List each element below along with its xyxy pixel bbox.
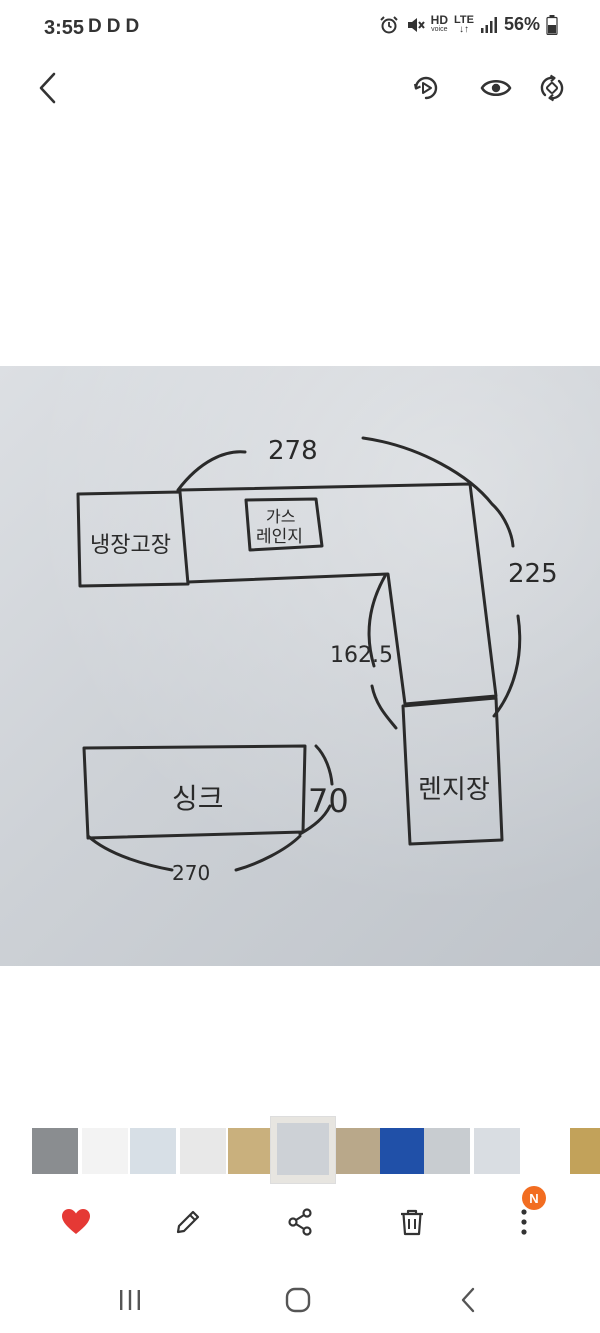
gas-range-outline [244, 497, 324, 552]
home-button[interactable] [276, 1280, 320, 1320]
battery-level: 56% [503, 14, 540, 34]
back-button[interactable] [30, 66, 66, 110]
back-icon [461, 1287, 475, 1313]
thumbnail-image [277, 1123, 329, 1175]
lte-indicator: LTE ↓↑ [454, 13, 474, 35]
more-icon [521, 1209, 527, 1235]
thumbnail[interactable] [570, 1128, 600, 1174]
notification-app-icon: D [106, 16, 121, 37]
edit-button[interactable] [168, 1202, 208, 1242]
fridge-cabinet-outline [76, 490, 190, 588]
thumbnail[interactable] [424, 1128, 470, 1174]
navigation-bar [0, 1270, 600, 1333]
range-cabinet-label: 렌지장 [418, 775, 490, 805]
sink-depth-label: 70 [308, 782, 349, 820]
upper-counter-outline [178, 482, 498, 706]
edit-icon [176, 1210, 200, 1234]
thumbnail[interactable] [130, 1128, 176, 1174]
thumbnail[interactable] [380, 1128, 426, 1174]
stove-label-line1: 가스 [266, 507, 295, 526]
status-time: 3:55 [44, 17, 85, 39]
more-options-button[interactable] [504, 1202, 544, 1242]
delete-icon [401, 1209, 423, 1236]
stove-label-line2: 레인지 [256, 527, 303, 547]
battery-icon [546, 14, 558, 35]
sink-depth-arc [314, 744, 334, 786]
chevron-left-icon [39, 72, 56, 104]
recent-apps-icon [120, 1290, 140, 1310]
heart-icon [62, 1209, 90, 1234]
signal-icon [480, 16, 497, 33]
action-bar: N [0, 1186, 600, 1256]
sink-length-arc [86, 834, 174, 872]
home-icon [285, 1287, 311, 1313]
inner-length-label: 162.5 [330, 643, 393, 668]
mute-icon [407, 17, 425, 32]
fridge-label: 냉장고장 [90, 533, 171, 558]
thumbnail[interactable] [228, 1128, 274, 1174]
thumbnail-selected[interactable] [270, 1116, 336, 1184]
top-dimension-arc [176, 450, 247, 492]
hd-voice-indicator: HD voice [430, 12, 448, 34]
sink-label: 싱크 [172, 782, 224, 815]
delete-button[interactable] [392, 1202, 432, 1242]
alarm-icon [379, 15, 398, 33]
data-arrows: ↓↑ [458, 23, 469, 35]
sink-length-label: 270 [172, 861, 210, 885]
voice-label: voice [431, 25, 448, 33]
notification-app-icon: D [88, 16, 102, 37]
system-indicators: HD voice LTE ↓↑ 56% [379, 14, 558, 35]
recent-apps-button[interactable] [108, 1280, 152, 1320]
favorite-button[interactable] [56, 1202, 96, 1242]
view-button[interactable] [476, 66, 516, 110]
hd-label: HD [430, 12, 448, 27]
notification-app-icon: D [125, 16, 140, 37]
rotate-icon [540, 74, 564, 102]
right-length-label: 225 [508, 559, 558, 589]
thumbnail[interactable] [520, 1128, 566, 1174]
thumbnail[interactable] [82, 1128, 128, 1174]
range-cabinet-outline [401, 696, 504, 846]
kitchen-sketch-image: 278 225 162.5 70 270 냉장고장 가스 레인지 싱크 렌지장 [0, 366, 600, 966]
notification-icons: D D D [88, 16, 139, 38]
back-nav-button[interactable] [446, 1280, 490, 1320]
thumbnail[interactable] [32, 1128, 78, 1174]
thumbnail[interactable] [180, 1128, 226, 1174]
thumbnail[interactable] [474, 1128, 520, 1174]
motion-play-button[interactable] [406, 66, 446, 110]
thumbnail-strip [0, 1114, 600, 1186]
right-dimension-arc [492, 614, 522, 718]
photo-viewer[interactable]: 278 225 162.5 70 270 냉장고장 가스 레인지 싱크 렌지장 [0, 366, 600, 966]
thumbnail[interactable] [336, 1128, 382, 1174]
status-bar: 3:55 D D D HD voice LTE ↓↑ 56% [0, 0, 600, 58]
rotate-button[interactable] [532, 66, 572, 110]
share-icon [288, 1208, 312, 1236]
eye-icon [480, 79, 512, 97]
share-button[interactable] [280, 1202, 320, 1242]
motion-play-icon [413, 76, 438, 100]
inner-dimension-arc [367, 574, 387, 668]
viewer-toolbar [0, 58, 600, 118]
new-badge: N [522, 1186, 546, 1210]
lte-label: LTE [454, 13, 474, 26]
top-length-label: 278 [268, 436, 318, 466]
